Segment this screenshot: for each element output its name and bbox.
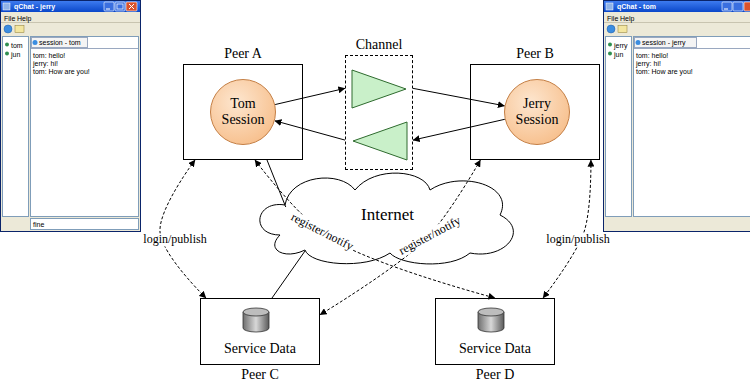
window-text: File — [4, 15, 15, 22]
window-text: jerry: hi! — [636, 60, 661, 67]
window-text: session - tom — [39, 39, 81, 46]
window-text: Help — [620, 15, 634, 22]
service-peer-box: Service DataPeer D — [435, 298, 555, 365]
peer-label: Peer C — [181, 367, 339, 383]
left-chat-window — [1, 1, 141, 232]
dashed-connector — [543, 160, 591, 298]
connector — [413, 119, 505, 140]
cloud-label: Internet — [361, 205, 414, 225]
peer-box: Peer BJerry Session — [470, 64, 600, 160]
session-circle: Jerry Session — [504, 79, 570, 145]
window-text: tom: hello! — [636, 52, 668, 59]
connector — [413, 88, 505, 105]
channel-box: Channel — [345, 55, 413, 170]
peer-box: Peer ATom Session — [183, 64, 303, 160]
connector-label: login/publish — [142, 233, 207, 246]
window-text: tom: How are you! — [33, 68, 90, 75]
peer-label: Peer B — [451, 46, 619, 62]
connector — [272, 251, 305, 298]
window-text: session - jerry — [642, 39, 686, 46]
window-title: qChat - tom — [617, 3, 656, 10]
channel-triangles — [346, 56, 412, 169]
window-text: fine — [33, 221, 44, 228]
channel-label: Channel — [326, 37, 432, 53]
window-text: jun — [614, 51, 623, 58]
peer-label: Peer A — [164, 46, 322, 62]
window-text: jerry — [614, 42, 628, 49]
window-title: qChat - jerry — [14, 3, 55, 10]
service-label: Service Data — [201, 341, 319, 357]
connector — [275, 121, 345, 140]
window-text: tom: How are you! — [636, 68, 693, 75]
session-circle: Tom Session — [210, 79, 276, 145]
session-label: Tom Session — [215, 96, 271, 128]
dashed-connector — [160, 160, 206, 298]
connector — [267, 160, 286, 207]
connector-label: login/publish — [545, 233, 610, 246]
right-chat-window — [604, 1, 750, 232]
connector-label: register/notify — [288, 210, 356, 254]
window-text: tom — [11, 42, 23, 49]
window-text: File — [607, 15, 618, 22]
peer-label: Peer D — [416, 367, 574, 383]
window-text: jerry: hi! — [33, 60, 58, 67]
window-text: tom: hello! — [33, 52, 65, 59]
service-label: Service Data — [436, 341, 554, 357]
session-label: Jerry Session — [509, 96, 565, 128]
window-text: Help — [17, 15, 31, 22]
connector — [275, 88, 345, 104]
service-peer-box: Service DataPeer C — [200, 298, 320, 365]
window-text: jun — [11, 51, 20, 58]
